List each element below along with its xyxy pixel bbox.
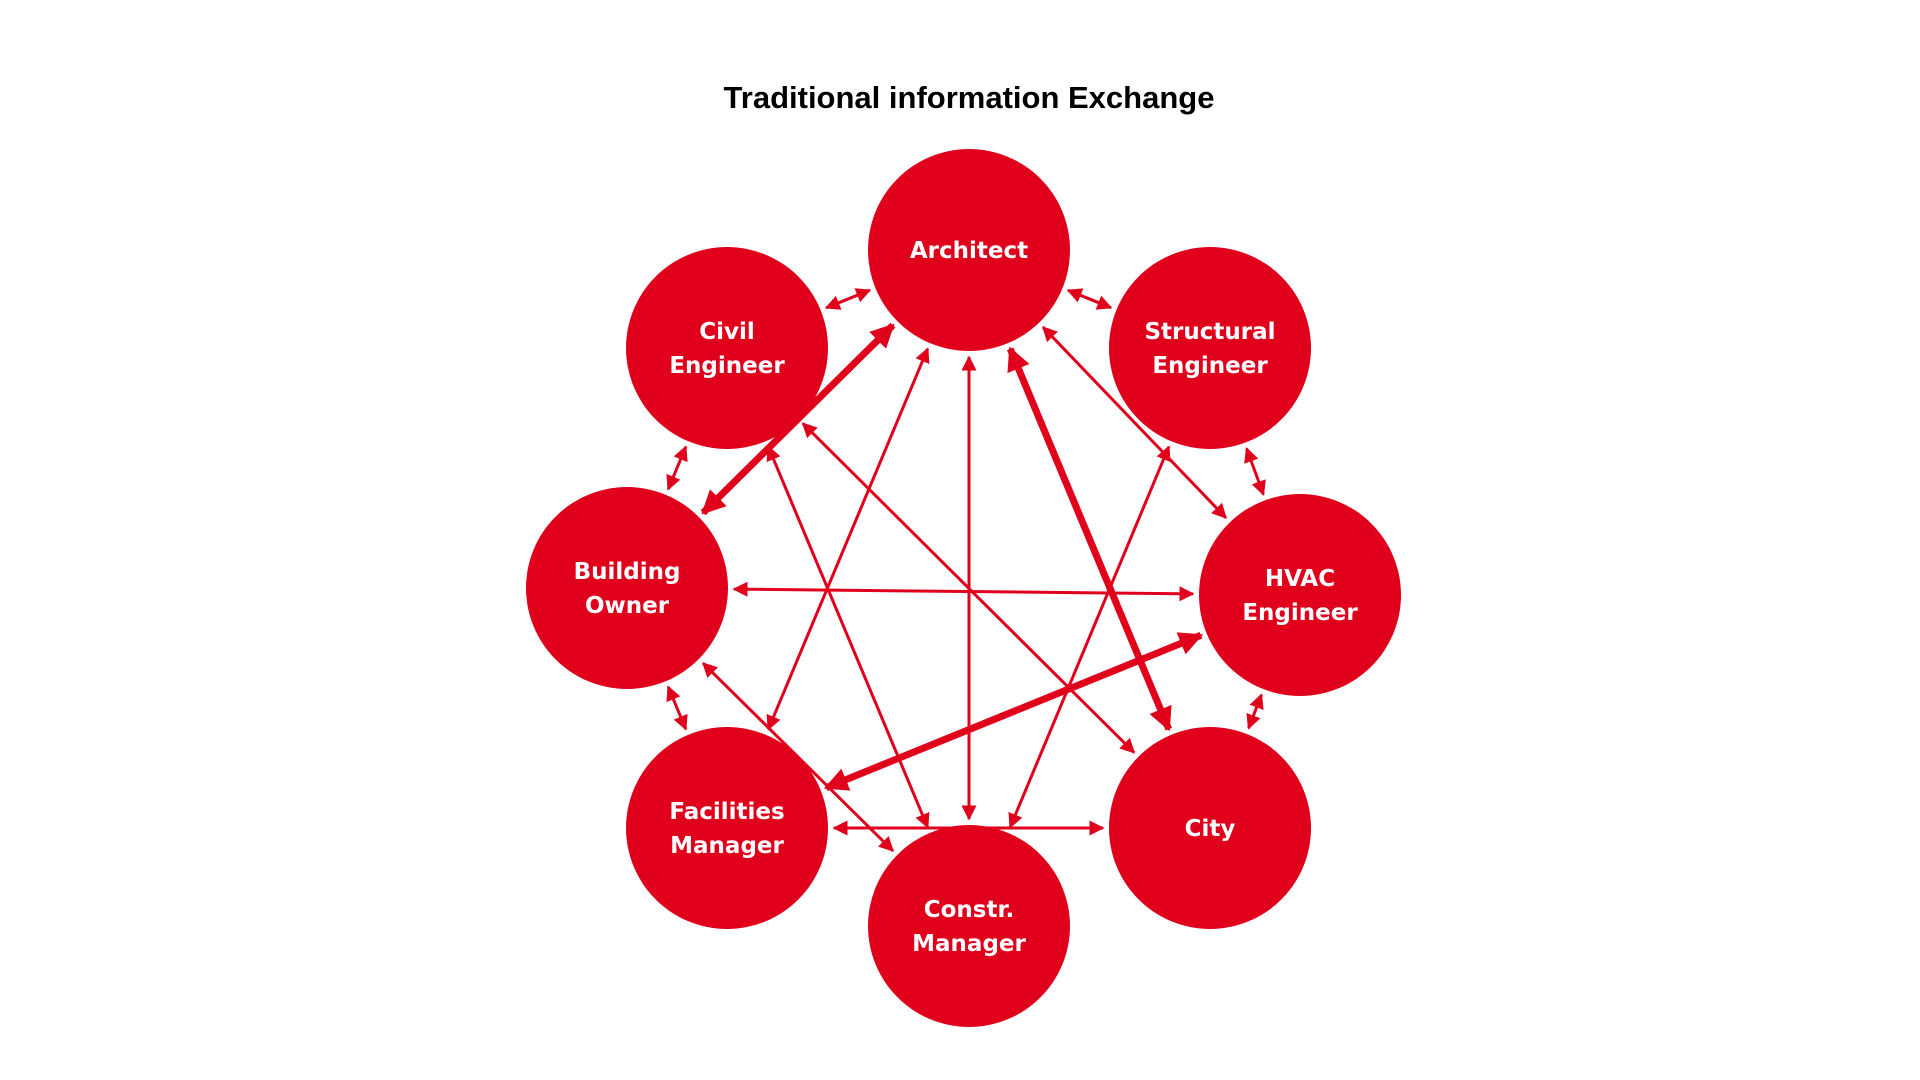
node-circle-building-owner <box>526 487 728 689</box>
node-constr-manager: Constr. Manager <box>868 825 1070 1027</box>
node-label-line: Building <box>574 559 681 585</box>
edge-hvac-engineer-to-city <box>1246 693 1264 730</box>
node-label-architect: Architect <box>910 238 1028 264</box>
edge-structural-engineer-to-hvac-engineer <box>1244 447 1266 496</box>
node-label-line: Engineer <box>669 353 785 379</box>
edge-hvac-engineer-to-facilities-manager <box>823 632 1204 791</box>
node-label-line: Manager <box>912 931 1026 957</box>
node-architect: Architect <box>868 149 1070 351</box>
node-circle-hvac-engineer <box>1199 494 1401 696</box>
node-circle-civil-engineer <box>626 247 828 449</box>
node-label-line: Manager <box>670 833 784 859</box>
edge-architect-to-structural-engineer <box>1066 288 1113 310</box>
node-hvac-engineer: HVAC Engineer <box>1199 494 1401 696</box>
edge-architect-to-civil-engineer <box>824 288 872 310</box>
node-label-line: Civil <box>699 319 755 345</box>
node-label-line: Facilities <box>669 799 784 825</box>
node-circle-architect <box>868 149 1070 351</box>
node-label-line: Owner <box>585 593 670 619</box>
node-label-line: Engineer <box>1242 600 1358 626</box>
node-circle-structural-engineer <box>1109 247 1311 449</box>
diagram-title: Traditional information Exchange <box>724 80 1215 115</box>
node-circle-constr-manager <box>868 825 1070 1027</box>
node-circle-city <box>1109 727 1311 929</box>
node-label-hvac-engineer: HVAC Engineer <box>1242 566 1358 626</box>
node-label-line: Engineer <box>1152 353 1268 379</box>
node-label-city: City <box>1185 816 1236 842</box>
node-label-constr-manager: Constr. Manager <box>912 897 1026 957</box>
node-label-line: Architect <box>910 238 1028 264</box>
node-circle-facilities-manager <box>626 727 828 929</box>
node-label-line: Structural <box>1144 319 1275 345</box>
node-label-line: Constr. <box>924 897 1015 923</box>
edge-building-owner-to-facilities-manager <box>666 685 688 731</box>
node-label-line: HVAC <box>1265 566 1335 592</box>
edge-building-owner-to-hvac-engineer <box>732 581 1195 602</box>
edge-civil-engineer-to-building-owner <box>666 445 688 491</box>
node-label-line: City <box>1185 816 1236 842</box>
node-city: City <box>1109 727 1311 929</box>
